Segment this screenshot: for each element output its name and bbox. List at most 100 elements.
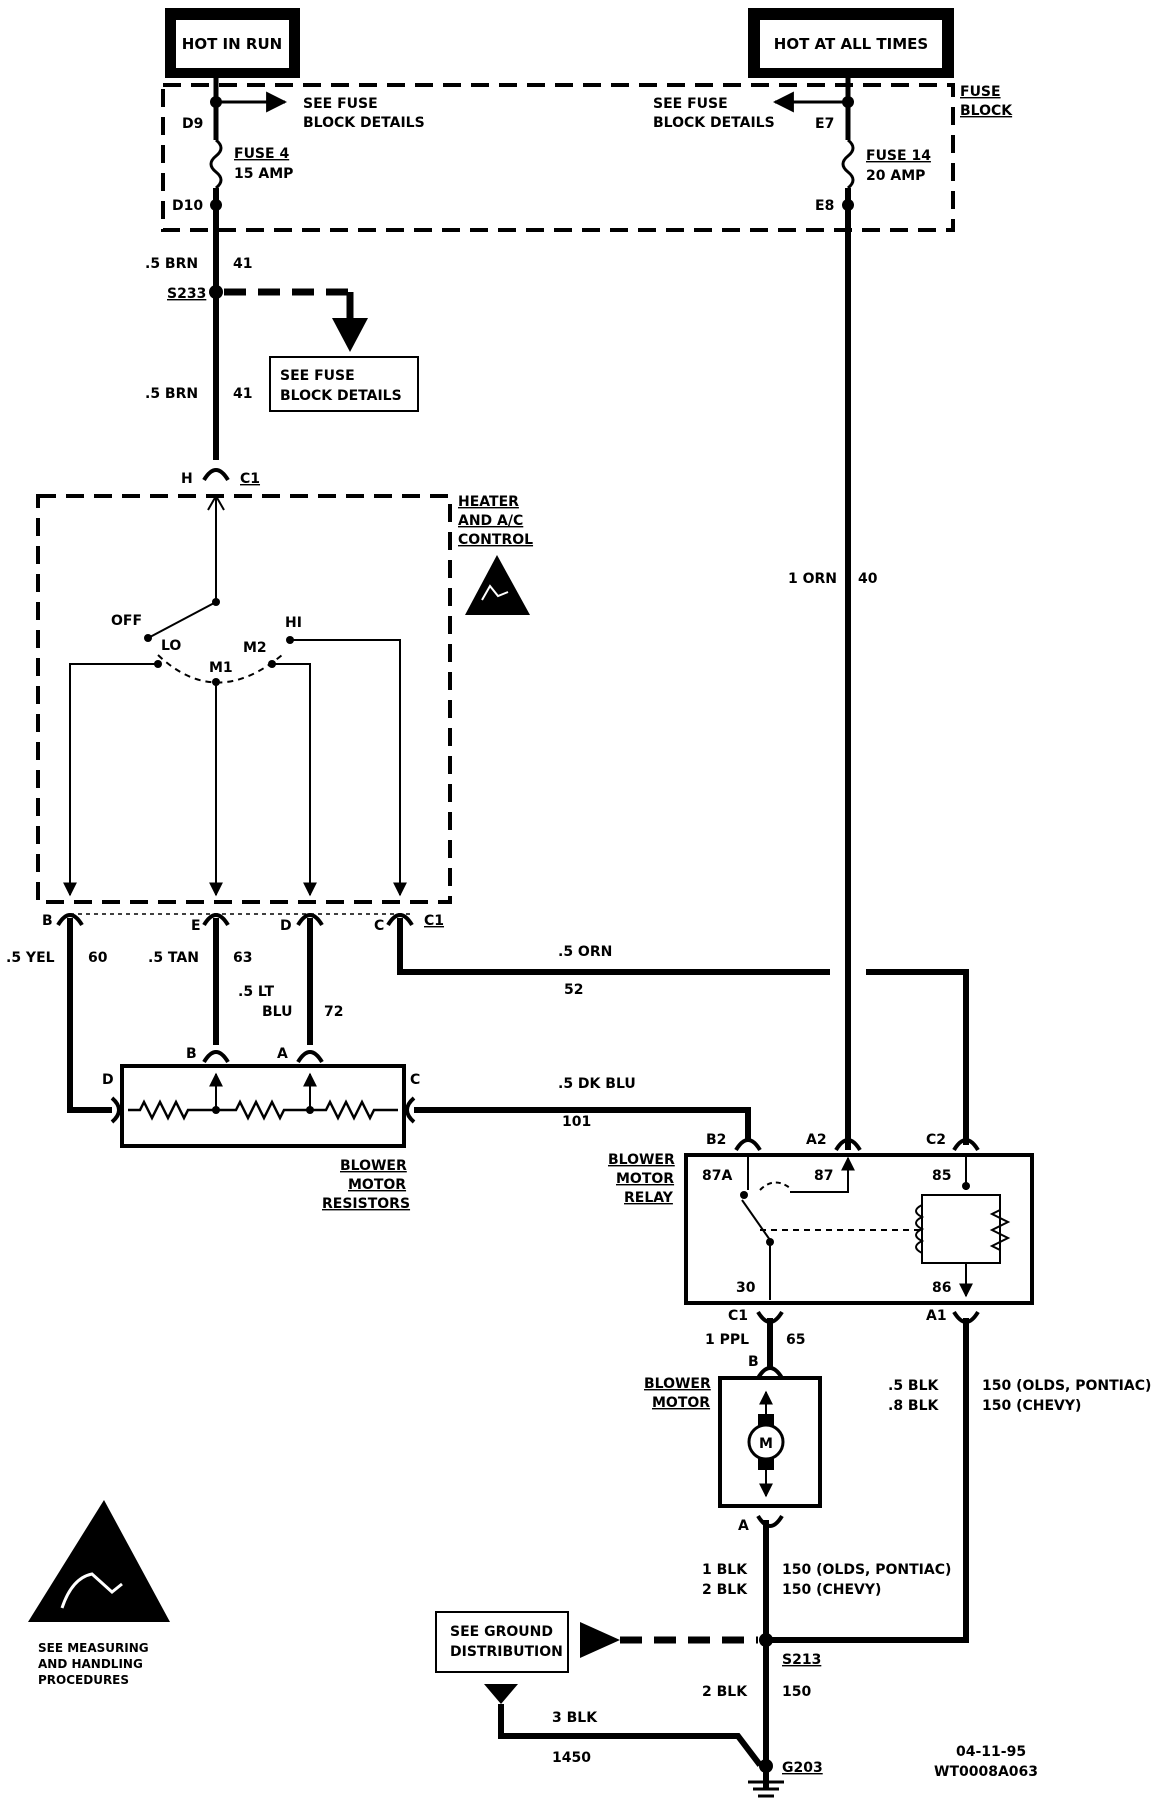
see-fuse-box-line2: BLOCK DETAILS (280, 388, 402, 404)
relay-87: 87 (814, 1168, 833, 1184)
tan-size: .5 TAN (148, 950, 199, 966)
fuse-14-symbol (841, 138, 855, 190)
arrow-down-small-icon (484, 1684, 518, 1704)
hot-at-all-times-box: HOT AT ALL TIMES (748, 8, 954, 78)
heater-conn-c1-bottom: C1 (424, 913, 444, 929)
fuse-4-symbol (209, 138, 223, 190)
blk3-size: 3 BLK (552, 1710, 598, 1726)
see-fuse-right-2: BLOCK DETAILS (653, 115, 775, 131)
switch-lo: LO (161, 638, 181, 654)
tan-circuit: 63 (233, 950, 252, 966)
ppl-circuit: 65 (786, 1332, 805, 1348)
relay-pin-a1: A1 (926, 1308, 947, 1324)
dkblu-circuit: 101 (562, 1114, 591, 1130)
relay-coil-icon (915, 1204, 925, 1254)
relay-85: 85 (932, 1168, 951, 1184)
blk-ground-size: 2 BLK (702, 1684, 748, 1700)
pin-d9: D9 (182, 116, 203, 132)
motor-pin-b: B (748, 1354, 759, 1370)
heater-conn-c1-top: C1 (240, 471, 260, 487)
esd-note-2: AND HANDLING (38, 1657, 143, 1671)
footer-date: 04-11-95 (956, 1744, 1026, 1760)
splice-s213 (759, 1633, 773, 1647)
ltblu-size-2: BLU (262, 1004, 292, 1020)
brn-size-1: .5 BRN (145, 256, 198, 272)
heater-title-1: HEATER (458, 494, 519, 510)
res-title-1: BLOWER (340, 1158, 407, 1174)
see-fuse-box-line1: SEE FUSE (280, 368, 355, 384)
heater-pin-c: C (374, 918, 384, 934)
see-ground-line1: SEE GROUND (450, 1624, 553, 1640)
relay-pin-c1: C1 (728, 1308, 748, 1324)
ltblu-circuit: 72 (324, 1004, 343, 1020)
relay-87a: 87A (702, 1168, 732, 1184)
heater-pin-b: B (42, 913, 53, 929)
esd-note-3: PROCEDURES (38, 1673, 129, 1687)
motor-symbol: M (759, 1436, 773, 1452)
splice-s233 (209, 285, 223, 299)
relay-title-3: RELAY (624, 1190, 674, 1206)
fuse-4-name: FUSE 4 (234, 146, 289, 162)
resistor-coil (128, 1099, 398, 1121)
heater-control-outline (36, 494, 452, 904)
blower-motor-box (718, 1376, 822, 1508)
switch-hi: HI (285, 615, 302, 631)
motor-pin-a: A (738, 1518, 749, 1534)
res-pin-b: B (186, 1046, 197, 1062)
blower-motor-relay-box (684, 1153, 1034, 1305)
pin-e8: E8 (815, 198, 834, 214)
relay-pin-b2: B2 (706, 1132, 726, 1148)
res-title-2: MOTOR (348, 1177, 406, 1193)
blk3-circuit: 1450 (552, 1750, 591, 1766)
see-fuse-right-1: SEE FUSE (653, 96, 728, 112)
relay-title-2: MOTOR (616, 1171, 674, 1187)
hot-in-run-label: HOT IN RUN (182, 35, 282, 53)
pin-e7: E7 (815, 116, 834, 132)
motor-title-1: BLOWER (644, 1376, 711, 1392)
fuse-block-outline (161, 83, 955, 232)
blk-ground-circuit: 150 (782, 1684, 811, 1700)
see-fuse-block-details-box (269, 356, 419, 412)
splice-s213-label: S213 (782, 1652, 821, 1668)
orn52-circuit: 52 (564, 982, 583, 998)
orn52-size: .5 ORN (558, 944, 612, 960)
blk-motor-circuit-2: 150 (CHEVY) (782, 1582, 881, 1598)
see-fuse-left-1: SEE FUSE (303, 96, 378, 112)
orn-main-size: 1 ORN (788, 571, 837, 587)
ppl-size: 1 PPL (705, 1332, 749, 1348)
heater-title-3: CONTROL (458, 532, 533, 548)
switch-off: OFF (111, 613, 142, 629)
relay-title-1: BLOWER (608, 1152, 675, 1168)
see-ground-line2: DISTRIBUTION (450, 1644, 563, 1660)
footer-code: WT0008A063 (934, 1764, 1038, 1780)
ltblu-size-1: .5 LT (238, 984, 275, 1000)
heater-pin-e: E (191, 918, 201, 934)
relay-86: 86 (932, 1280, 951, 1296)
yel-circuit: 60 (88, 950, 108, 966)
see-ground-distribution-box (435, 1611, 569, 1673)
blk-relay-size-2: .8 BLK (888, 1398, 940, 1414)
fuse-block-title-1: FUSE (960, 84, 1001, 100)
splice-s233-label: S233 (167, 286, 206, 302)
relay-pin-a2: A2 (806, 1132, 827, 1148)
blk-relay-circuit-1: 150 (OLDS, PONTIAC) (982, 1378, 1151, 1394)
blower-motor-resistors-box (120, 1064, 406, 1148)
switch-m1: M1 (209, 660, 233, 676)
relay-pin-c2: C2 (926, 1132, 946, 1148)
esd-note-1: SEE MEASURING (38, 1641, 149, 1655)
arrow-down-icon (332, 318, 368, 352)
blk-motor-size-1: 1 BLK (702, 1562, 748, 1578)
fuse-4-rating: 15 AMP (234, 166, 293, 182)
switch-m2: M2 (243, 640, 267, 656)
brn-circuit-2: 41 (233, 386, 252, 402)
heater-pin-h: H (181, 471, 193, 487)
blk-motor-circuit-1: 150 (OLDS, PONTIAC) (782, 1562, 951, 1578)
fuse-block-title-2: BLOCK (960, 103, 1013, 119)
heater-title-2: AND A/C (458, 513, 523, 529)
hot-at-all-times-label: HOT AT ALL TIMES (774, 35, 928, 53)
orn-main-circuit: 40 (858, 571, 878, 587)
esd-warning-icon (465, 555, 530, 615)
dkblu-size: .5 DK BLU (558, 1076, 636, 1092)
res-pin-c: C (410, 1072, 420, 1088)
